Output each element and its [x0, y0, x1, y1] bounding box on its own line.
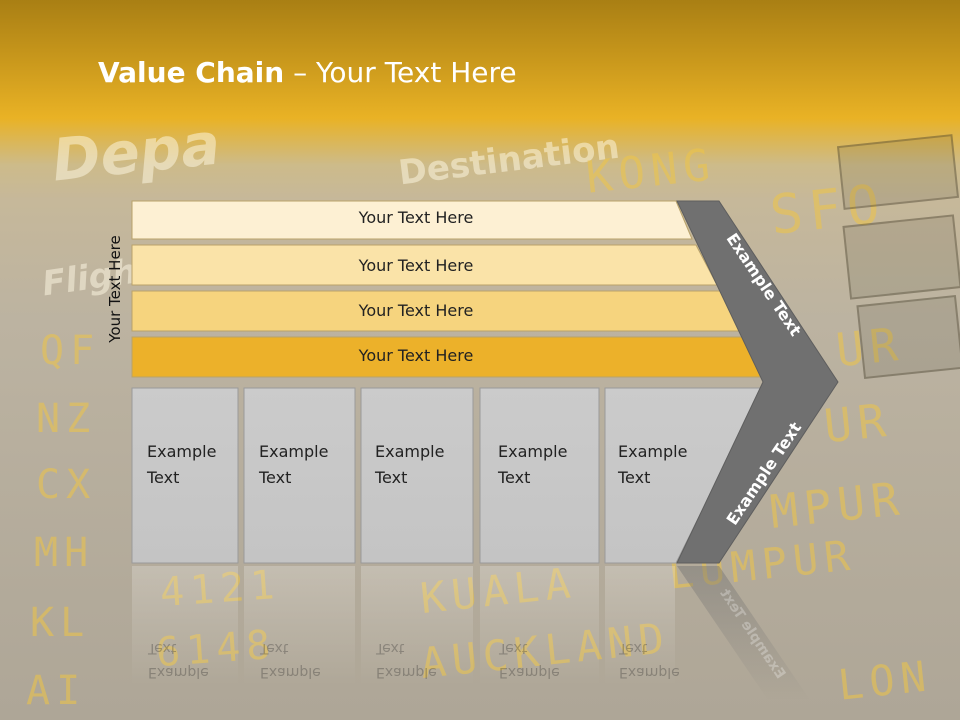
cell-0-text-reflection: Example Text — [148, 640, 209, 680]
band-1-label: Your Text Here — [358, 256, 474, 275]
cell-1-shape[interactable] — [243, 387, 356, 564]
cell-3-reflection — [480, 566, 599, 686]
cell-0-reflection — [132, 566, 238, 686]
cell-2-text: Example Text — [375, 442, 445, 487]
chevron-reflection — [677, 566, 810, 700]
band-2-label: Your Text Here — [358, 301, 474, 320]
cell-3-shape[interactable] — [479, 387, 600, 564]
cell-2-shape[interactable] — [360, 387, 474, 564]
cell-4-shape[interactable] — [604, 387, 764, 564]
cell-3-text-reflection: Example Text — [499, 640, 560, 680]
cell-3-text: Example Text — [498, 442, 568, 487]
band-0-label: Your Text Here — [358, 208, 474, 227]
band-3-label: Your Text Here — [358, 346, 474, 365]
cell-1-reflection — [244, 566, 355, 686]
slide-title: Value Chain – Your Text Here — [98, 56, 517, 89]
cell-4-reflection — [605, 566, 675, 686]
title-bold: Value Chain — [98, 56, 285, 89]
chevron-shape[interactable] — [676, 200, 839, 564]
band-0-shape[interactable] — [131, 200, 693, 240]
cell-1-text: Example Text — [259, 442, 329, 487]
cell-1-text-reflection: Example Text — [260, 640, 321, 680]
cell-0-text: Example Text — [147, 442, 217, 487]
cell-0-shape[interactable] — [131, 387, 239, 564]
title-rest: – Your Text Here — [284, 56, 517, 89]
cell-4-text-reflection: Example Text — [619, 640, 680, 680]
cell-4-text: Example Text — [618, 442, 688, 487]
cell-2-reflection — [361, 566, 473, 686]
cell-2-text-reflection: Example Text — [376, 640, 437, 680]
